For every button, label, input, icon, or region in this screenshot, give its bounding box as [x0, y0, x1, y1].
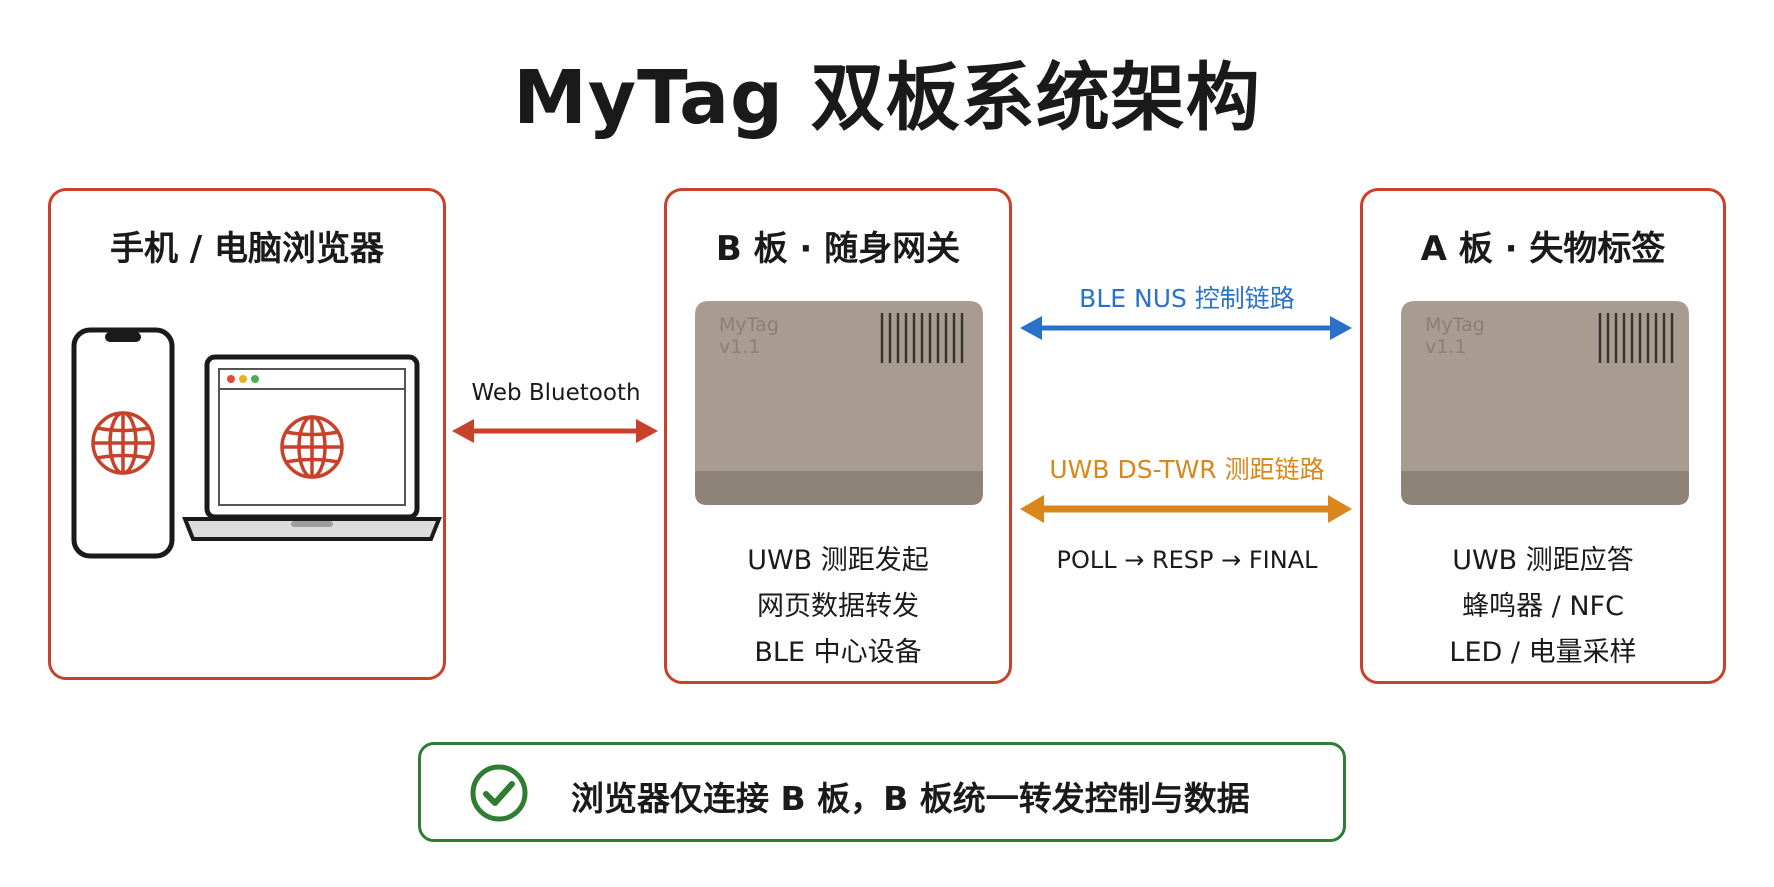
gateway-feature: BLE 中心设备 — [754, 637, 922, 668]
browser-panel-title: 手机 / 电脑浏览器 — [109, 229, 385, 269]
browser-panel: 手机 / 电脑浏览器 — [48, 188, 446, 680]
tag-panel-title: A 板 · 失物标签 — [1420, 229, 1666, 269]
tag-feature: LED / 电量采样 — [1449, 637, 1637, 668]
gateway-panel-title: B 板 · 随身网关 — [715, 229, 961, 269]
web-bluetooth-label: Web Bluetooth — [471, 380, 641, 406]
tag-feature: 蜂鸣器 / NFC — [1462, 591, 1624, 622]
ble-nus-label: BLE NUS 控制链路 — [1079, 284, 1295, 313]
gateway-feature: UWB 测距发起 — [747, 545, 929, 576]
note-text: 浏览器仅连接 B 板，B 板统一转发控制与数据 — [571, 779, 1250, 818]
ble-nus-arrow — [1020, 316, 1352, 340]
check-circle-icon — [470, 764, 528, 822]
web-bluetooth-arrow — [452, 419, 658, 443]
laptop-icon — [182, 354, 442, 541]
uwb-arrow — [1020, 495, 1352, 523]
phone-icon — [71, 327, 175, 559]
uwb-link-label: UWB DS-TWR 测距链路 — [1049, 455, 1325, 484]
gateway-feature: 网页数据转发 — [757, 591, 919, 622]
note-box: 浏览器仅连接 B 板，B 板统一转发控制与数据 — [418, 742, 1346, 842]
tag-feature: UWB 测距应答 — [1452, 545, 1634, 576]
diagram-title: MyTag 双板系统架构 — [513, 55, 1261, 141]
uwb-sequence-label: POLL → RESP → FINAL — [1056, 546, 1318, 574]
